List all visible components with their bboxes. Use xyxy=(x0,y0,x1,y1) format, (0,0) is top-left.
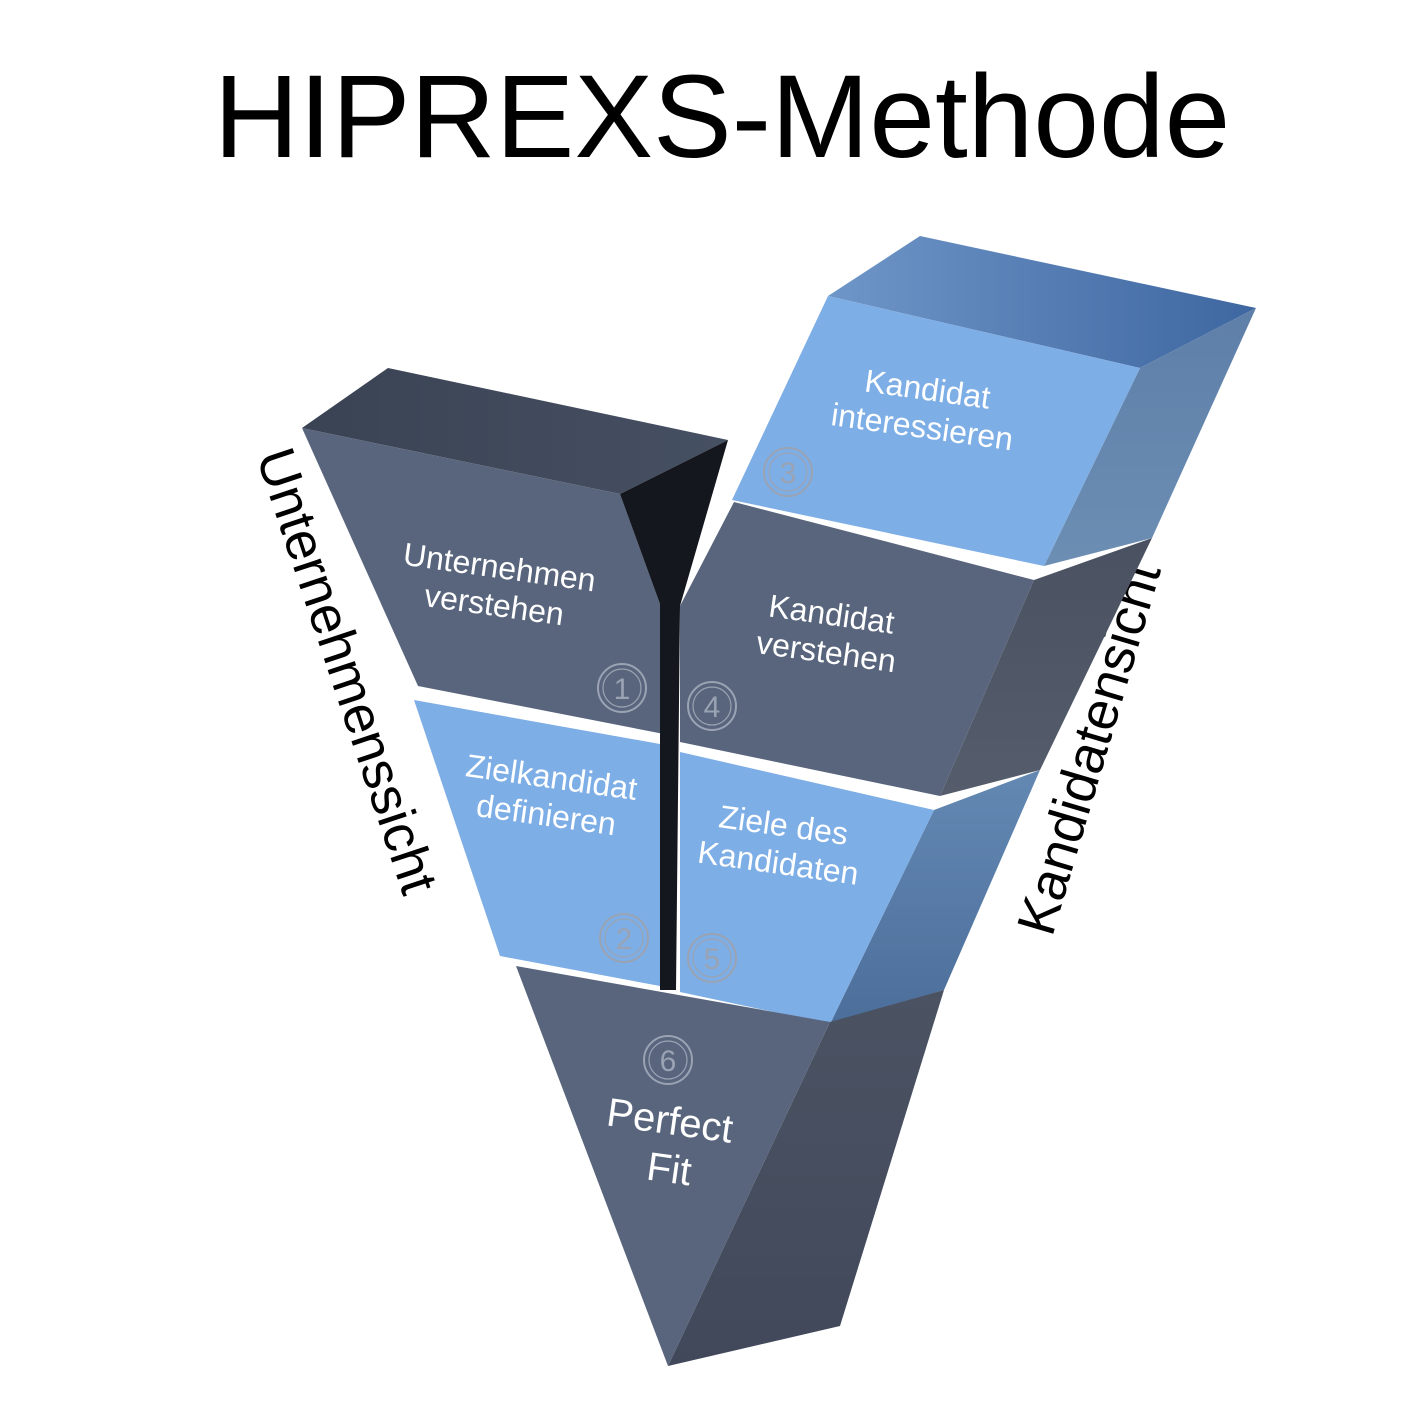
step-3-front-face xyxy=(732,296,1140,566)
step-4-number: 4 xyxy=(704,691,721,724)
step-1-number: 1 xyxy=(614,673,631,706)
step-3-top-face xyxy=(828,236,1256,368)
step-3-number: 3 xyxy=(780,457,797,490)
step-block-4 xyxy=(680,502,1152,796)
step-3-number-badge: 3 xyxy=(763,447,813,497)
center-gap-top xyxy=(620,440,728,990)
step-2-number-badge: 2 xyxy=(599,913,649,963)
step-block-3 xyxy=(732,236,1256,566)
page-title: HIPREXS-Methode xyxy=(214,51,1231,183)
step-3-side-face xyxy=(1044,308,1256,566)
step-4-number-badge: 4 xyxy=(687,681,737,731)
step-6-number: 6 xyxy=(660,1045,677,1078)
step-5-front-face xyxy=(680,752,934,1024)
step-6-front-face xyxy=(516,966,830,1366)
step-5-number: 5 xyxy=(704,943,721,976)
step-block-2 xyxy=(414,700,660,986)
step-1-top-face xyxy=(302,368,728,494)
step-6-line2: Fit xyxy=(644,1145,694,1195)
step-5-number-badge: 5 xyxy=(687,933,737,983)
step-4-side-face xyxy=(940,538,1152,796)
step-2-front-face xyxy=(414,700,660,986)
step-1-number-badge: 1 xyxy=(597,663,647,713)
step-2-number: 2 xyxy=(616,923,633,956)
step-block-1 xyxy=(302,368,728,734)
step-4-front-face xyxy=(680,502,1034,796)
step-block-5 xyxy=(680,752,1040,1024)
step-6-number-badge: 6 xyxy=(643,1035,693,1085)
step-block-6 xyxy=(516,966,944,1366)
step-1-front-face xyxy=(302,428,664,734)
step-6-side-face xyxy=(668,990,944,1366)
step-5-side-face xyxy=(830,770,1040,1024)
